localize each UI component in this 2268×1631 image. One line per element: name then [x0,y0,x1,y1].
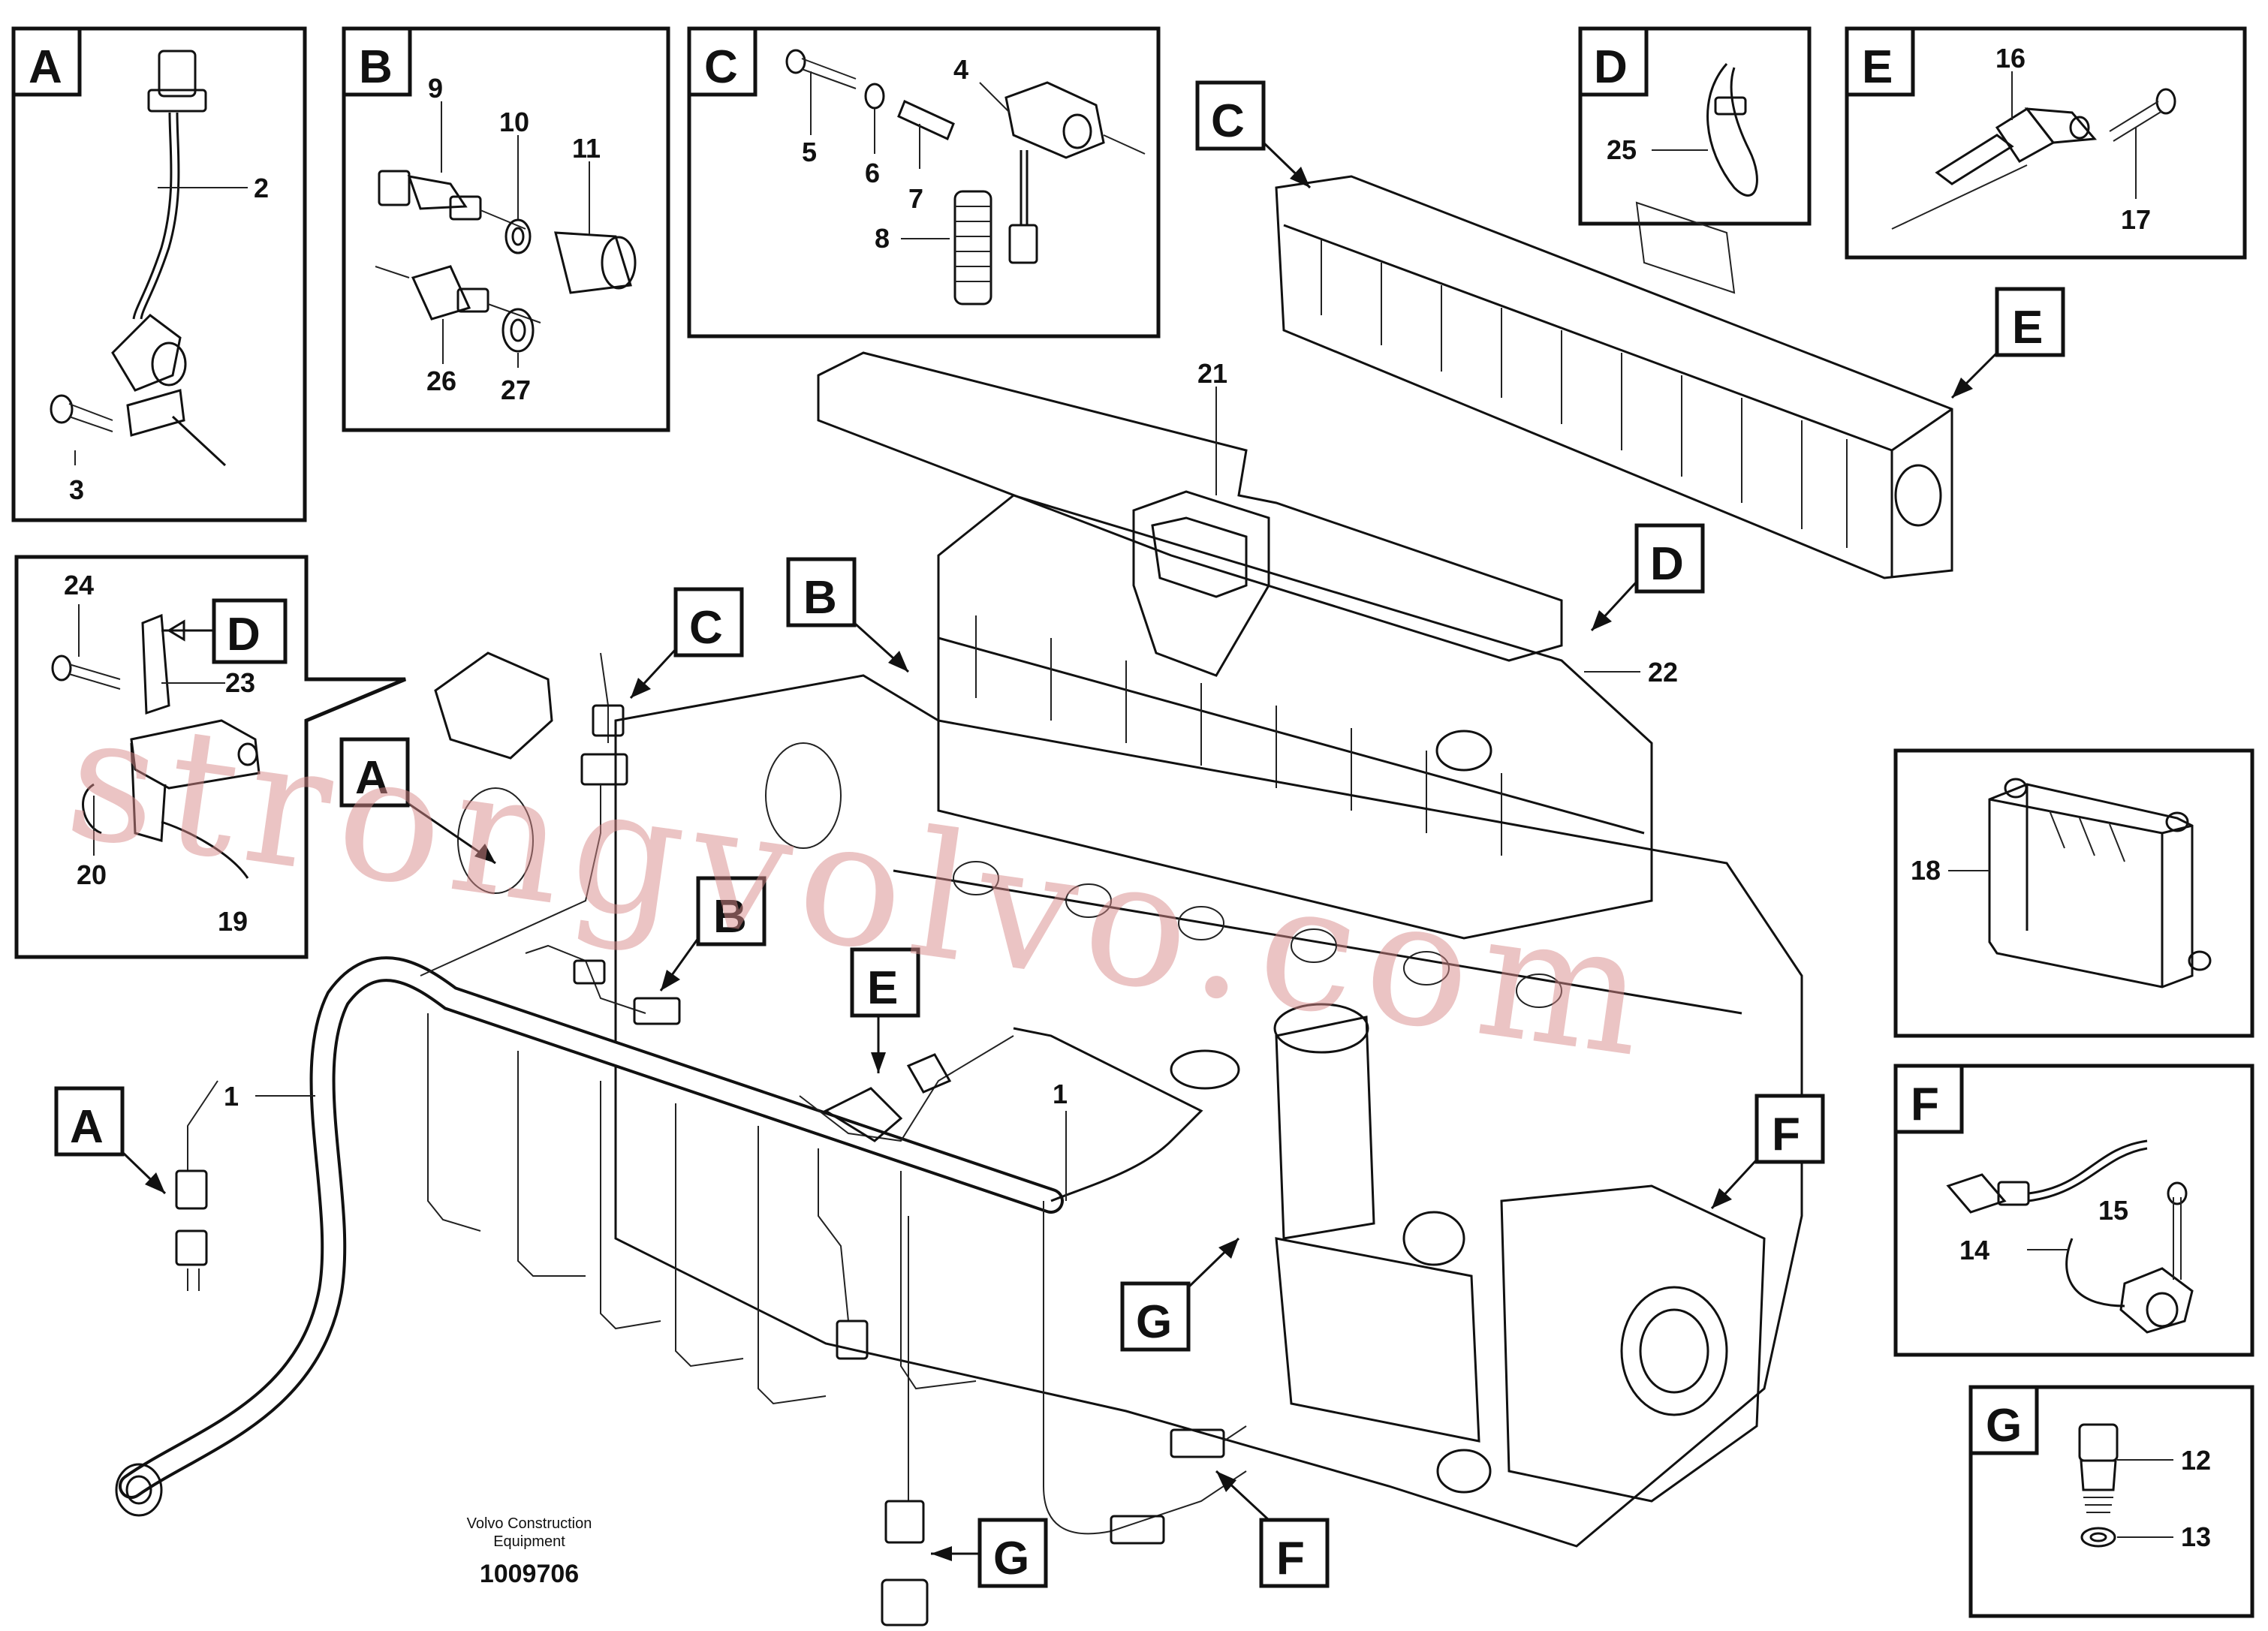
part-3-label: 3 [69,474,84,505]
main-callouts: C E B D C A B E [54,80,2065,1588]
inset-d: D 25 [1578,26,1812,226]
callout-e-harness: E [867,962,898,1014]
part-5-label: 5 [802,137,817,167]
inset-b: B 9 10 11 26 27 [342,26,670,432]
brand-line-1: Volvo Construction [467,1515,592,1532]
part-7-label: 7 [908,183,923,214]
engine-assembly [434,175,1953,1548]
callout-d-clamp: D [1650,538,1684,590]
part-4-label: 4 [953,54,968,85]
watermark: strongvolvo.com [56,676,1667,1097]
detail-left-ref-letter: D [227,609,261,661]
part-18-label: 18 [1911,855,1941,886]
part-9-label: 9 [428,73,443,104]
callout-g-filter: G [1136,1296,1172,1348]
inset-c: C 5 6 7 8 4 [687,26,1161,339]
callout-b-head: B [803,572,837,624]
part-21-label: 21 [1197,358,1227,389]
part-17-label: 17 [2121,204,2151,235]
callout-e-manifold: E [2012,302,2043,354]
callout-g-bottom: G [993,1533,1029,1584]
part-22-label: 22 [1648,657,1678,688]
callout-c-harness: C [689,602,723,654]
inset-part-18: 18 [1893,748,2254,1038]
part-8-label: 8 [875,223,890,254]
drawing-number: 1009706 [480,1560,579,1588]
inset-detail-left: 24 D 23 20 19 [14,555,406,959]
callout-f-cover: F [1772,1109,1800,1160]
footer: Volvo Construction Equipment 1009706 [467,1515,592,1588]
inset-b-letter: B [359,41,393,93]
inset-d-letter: D [1594,41,1628,93]
part-24-label: 24 [64,570,94,600]
wiring-harness [115,652,1247,1626]
part-1-label-center: 1 [1053,1079,1068,1109]
inset-a: A 2 3 [11,26,307,522]
inset-f-letter: F [1911,1079,1939,1130]
part-2-label: 2 [254,173,269,203]
part-13-label: 13 [2181,1521,2211,1552]
inset-g-letter: G [1986,1400,2022,1452]
callout-c-manifold: C [1211,95,1245,147]
callout-a-lower: A [70,1101,104,1153]
inset-a-letter: A [29,41,62,93]
part-20-label: 20 [77,859,107,890]
part-19-label: 19 [218,906,248,937]
part-27-label: 27 [501,375,531,405]
brand-line-2: Equipment [493,1533,565,1550]
inset-e: E 16 17 [1845,26,2247,260]
part-23-label: 23 [225,667,255,698]
part-1-label-left: 1 [224,1081,239,1112]
part-12-label: 12 [2181,1445,2211,1476]
part-25-label: 25 [1607,134,1637,165]
inset-e-letter: E [1862,41,1893,93]
callout-f-bottom: F [1276,1533,1305,1584]
inset-f: F 15 14 [1893,1064,2254,1357]
part-15-label: 15 [2098,1195,2128,1226]
callout-a-harness-upper: A [355,752,389,804]
part-11-label: 11 [572,133,601,164]
part-14-label: 14 [1959,1235,1989,1265]
part-10-label: 10 [499,107,529,137]
callout-b-harness: B [713,891,747,943]
part-6-label: 6 [865,158,880,188]
inset-g: G 12 13 [1968,1385,2254,1618]
inset-c-letter: C [704,41,738,93]
part-16-label: 16 [1995,43,2026,74]
part-26-label: 26 [426,366,456,396]
